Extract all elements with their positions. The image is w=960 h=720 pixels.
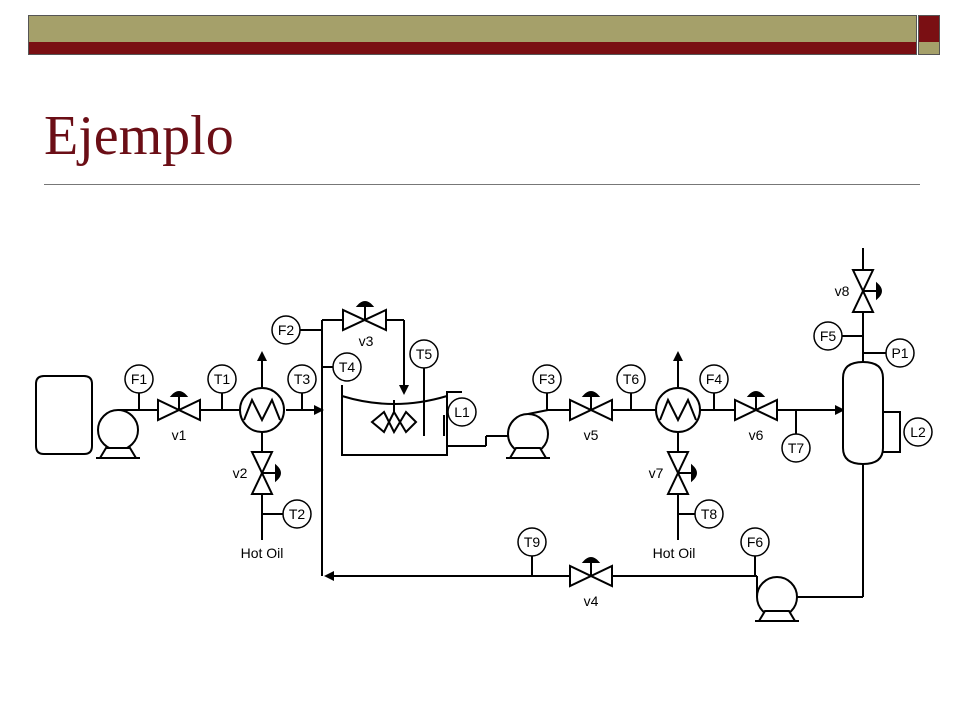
instrument-F1: F1 <box>131 371 148 387</box>
instrument-bubble-icon <box>694 499 724 529</box>
instrument-T2: T2 <box>289 506 306 522</box>
instrument-T4: T4 <box>339 359 356 375</box>
instrument-F4: F4 <box>706 371 723 387</box>
valve-label-v7: v7 <box>649 465 664 481</box>
instrument-bubble-icon <box>616 364 646 394</box>
feed-drum <box>35 375 93 455</box>
stirred-tank <box>341 385 462 456</box>
instrument-bubble-icon <box>740 527 770 557</box>
instrument-bubble-icon <box>124 364 154 394</box>
valve-label-v6: v6 <box>749 427 764 443</box>
instrument-bubble-icon <box>517 527 547 557</box>
instrument-T1: T1 <box>214 371 231 387</box>
valve-v8 <box>851 269 882 313</box>
instrument-bubble-icon <box>903 417 933 447</box>
slide-title: Ejemplo <box>44 105 234 167</box>
instrument-bubble-icon <box>207 364 237 394</box>
valve-v4 <box>569 557 613 588</box>
valve-label-v8: v8 <box>835 283 850 299</box>
corner-maroon-block <box>919 16 939 42</box>
hot-oil-label-left: Hot Oil <box>241 545 284 561</box>
pump-2 <box>506 409 550 459</box>
pump-3 <box>755 576 799 622</box>
valve-v2 <box>250 451 281 495</box>
instrument-L2: L2 <box>910 424 926 440</box>
instrument-T8: T8 <box>701 506 718 522</box>
instrument-bubble-icon <box>885 338 915 368</box>
valve-v6 <box>734 391 778 422</box>
instrument-bubble-icon <box>813 321 843 351</box>
instrument-bubble-icon <box>282 499 312 529</box>
valve-v7 <box>666 451 697 495</box>
corner-olive-block <box>919 42 939 54</box>
instrument-P1: P1 <box>891 345 908 361</box>
instrument-F3: F3 <box>539 371 556 387</box>
valve-label-v2: v2 <box>233 465 248 481</box>
valve-v3 <box>342 301 387 332</box>
instrument-bubble-icon <box>699 364 729 394</box>
valve-label-v1: v1 <box>172 427 187 443</box>
instrument-T9: T9 <box>524 534 541 550</box>
header-olive-stripe <box>29 16 916 42</box>
instrument-F5: F5 <box>820 328 837 344</box>
hot-oil-label-right: Hot Oil <box>653 545 696 561</box>
instrument-bubble-icon <box>409 339 439 369</box>
separator-vessel <box>842 360 901 466</box>
instrument-T3: T3 <box>294 371 311 387</box>
instrument-F2: F2 <box>278 322 295 338</box>
valve-v5 <box>569 391 613 422</box>
instrument-T7: T7 <box>788 440 805 456</box>
valve-label-v5: v5 <box>584 427 599 443</box>
heat-exchanger-1 <box>239 387 285 433</box>
instrument-bubble-icon <box>271 315 301 345</box>
instrument-bubble-icon <box>332 352 362 382</box>
instrument-bubble-icon <box>781 433 811 463</box>
instrument-bubble-icon <box>532 364 562 394</box>
header-accent-bar <box>28 15 917 55</box>
instrument-T5: T5 <box>416 346 433 362</box>
instrument-L1: L1 <box>454 404 470 420</box>
pump-1 <box>96 409 140 459</box>
instrument-T6: T6 <box>623 371 640 387</box>
instrument-bubble-icon <box>287 364 317 394</box>
heat-exchanger-2 <box>655 387 701 433</box>
instrument-bubble-icon <box>447 397 477 427</box>
valve-v1 <box>157 391 201 422</box>
header-maroon-stripe <box>29 42 916 54</box>
instrument-F6: F6 <box>747 534 764 550</box>
valve-label-v3: v3 <box>359 333 374 349</box>
valve-label-v4: v4 <box>584 593 599 609</box>
title-underline <box>44 184 920 185</box>
header-corner-box <box>918 15 940 55</box>
